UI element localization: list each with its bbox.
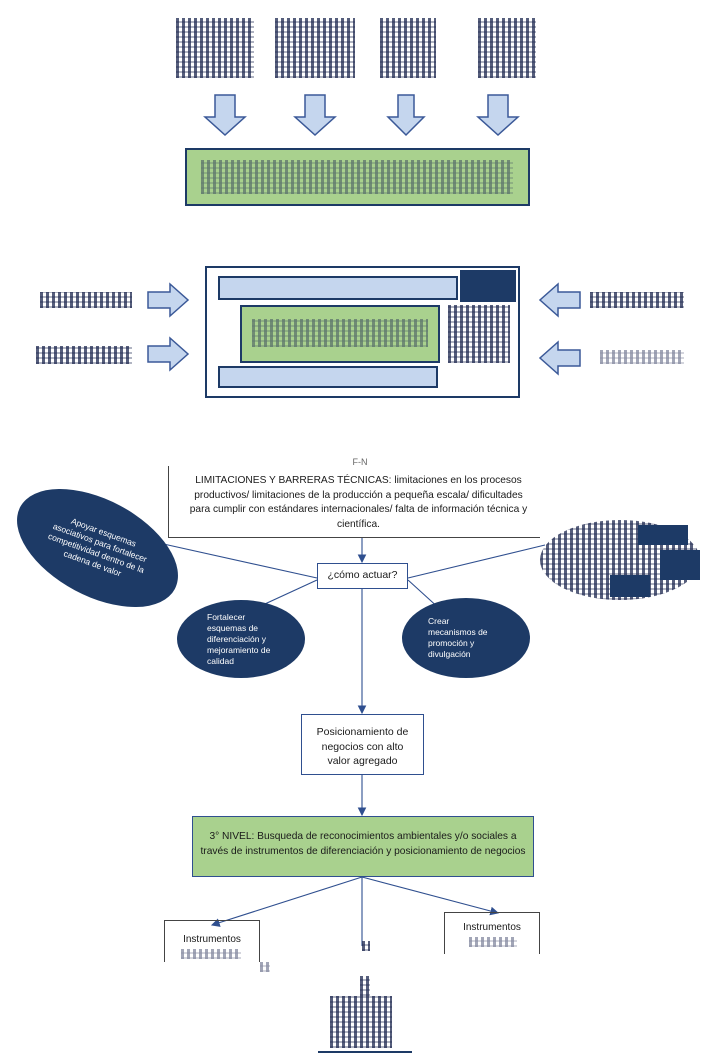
positioning-text: Posicionamiento de negocios con alto val… [316,726,409,767]
limitations-box: LIMITACIONES Y BARRERAS TÉCNICAS: limita… [168,466,540,538]
middle-right-label-2 [600,350,684,364]
ellipse-right-degraded [540,505,700,615]
instr-left-text: Instrumentos [183,934,241,945]
middle-left-label-1 [40,292,132,308]
center-mark [362,941,370,951]
level3-box: 3° NIVEL: Busqueda de reconocimientos am… [192,816,534,877]
middle-left-label-2 [36,346,132,364]
middle-green-box [240,305,440,363]
circle-right: Crear mecanismos de promoción y divulgac… [402,598,530,678]
top-box-3 [380,18,436,78]
circle-left: Fortalecer esquemas de diferenciación y … [177,600,305,678]
positioning-box: Posicionamiento de negocios con alto val… [301,714,424,775]
top-label: F-N [352,457,368,467]
circle-right-text: Crear mecanismos de promoción y divulgac… [428,616,488,659]
question-box: ¿cómo actuar? [317,563,408,589]
middle-top-bar [218,276,458,300]
ellipse-left-text: Apoyar esquemas asociativos para fortale… [46,515,148,579]
top-green-box [185,148,530,206]
top-box-1 [176,18,254,78]
middle-bottom-bar [218,366,438,388]
middle-right-label-1 [590,292,684,308]
top-box-4 [478,18,536,78]
instr-left-mark [260,962,270,972]
circle-left-text: Fortalecer esquemas de diferenciación y … [207,611,271,666]
top-box-2 [275,18,355,78]
level3-text: 3° NIVEL: Busqueda de reconocimientos am… [200,831,526,857]
limitations-text: LIMITACIONES Y BARRERAS TÉCNICAS: limita… [189,475,528,530]
instr-left-box: Instrumentos [164,920,260,962]
middle-right-block [448,305,510,363]
instr-right-box: Instrumentos [444,912,540,954]
instr-right-text: Instrumentos [463,922,521,933]
question-text: ¿cómo actuar? [327,569,398,581]
middle-corner-dark [460,270,516,302]
